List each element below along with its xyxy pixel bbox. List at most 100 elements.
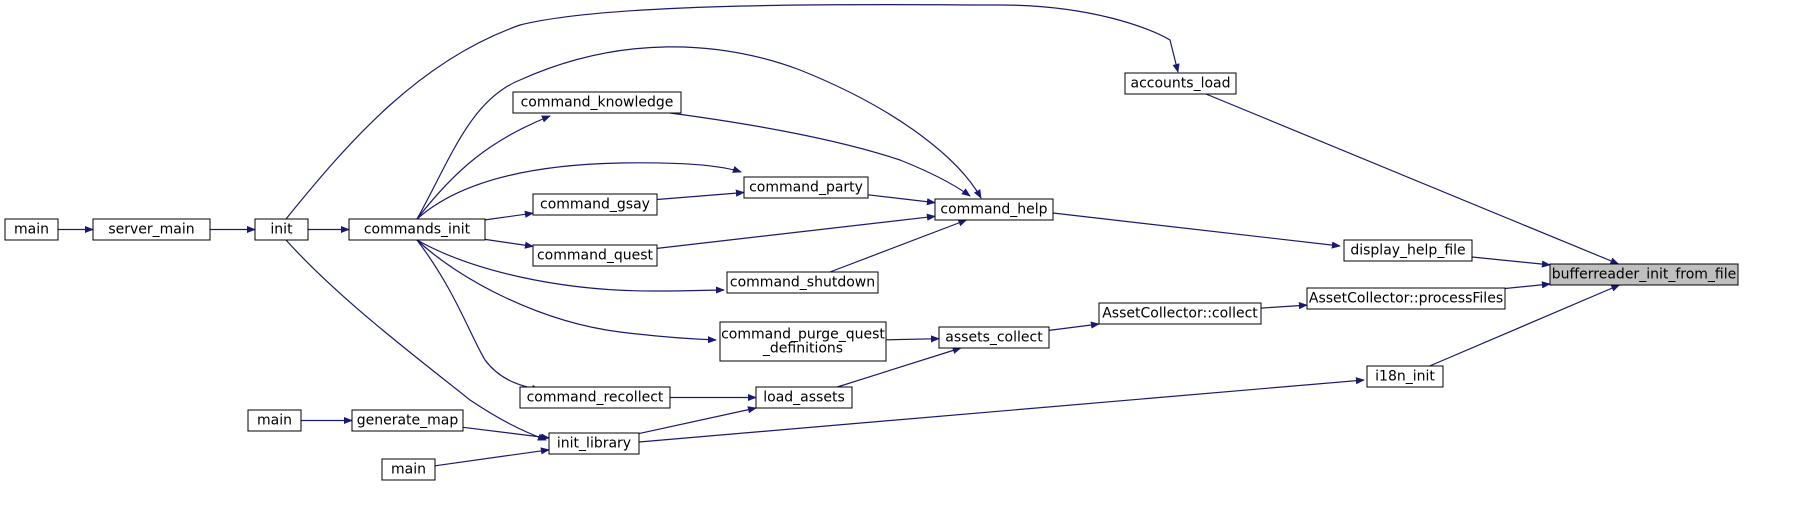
node-label: _definitions bbox=[762, 341, 843, 357]
node-command_knowledge[interactable]: command_knowledge bbox=[512, 91, 682, 114]
edge-i18n_init-to-bufferreader bbox=[1429, 284, 1621, 367]
node-box[interactable] bbox=[743, 176, 869, 199]
node-label: command_knowledge bbox=[521, 95, 674, 111]
nodes-layer: main server_main init commands_init command_… bbox=[4, 72, 1739, 481]
node-label: generate_map bbox=[357, 413, 459, 429]
node-box[interactable] bbox=[1343, 239, 1473, 262]
node-box[interactable] bbox=[92, 218, 211, 241]
node-box[interactable] bbox=[247, 409, 302, 432]
node-box[interactable] bbox=[548, 432, 640, 455]
node-i18n_init[interactable]: i18n_init bbox=[1366, 365, 1444, 388]
edge-main3-to-init_library bbox=[434, 447, 550, 467]
node-bufferreader: bufferreader_init_from_file bbox=[1549, 263, 1739, 286]
node-label: commands_init bbox=[364, 222, 471, 238]
node-init_library[interactable]: init_library bbox=[548, 432, 640, 455]
node-label: init bbox=[270, 222, 293, 238]
edge-load_assets-to-assets_collect bbox=[837, 347, 962, 388]
edge-init_library-to-load_assets bbox=[638, 406, 757, 435]
edge-commands_init-to-command_gsay bbox=[484, 210, 534, 221]
edge-commands_init-to-command_party bbox=[416, 162, 742, 220]
node-command_recollect[interactable]: command_recollect bbox=[519, 386, 671, 409]
edge-assets_collect-to-asset_collect bbox=[1048, 321, 1100, 331]
node-label: command_help bbox=[940, 202, 1047, 218]
node-label: init_library bbox=[557, 436, 631, 452]
node-label: command_shutdown bbox=[730, 275, 875, 291]
node-command_help[interactable]: command_help bbox=[934, 198, 1054, 221]
node-init[interactable]: init bbox=[254, 218, 309, 241]
edge-command_quest-to-command_help bbox=[656, 213, 936, 249]
node-main1[interactable]: main bbox=[4, 218, 59, 241]
node-box[interactable] bbox=[938, 326, 1050, 349]
edge-commands_init-to-command_knowledge bbox=[416, 115, 551, 220]
node-label: bufferreader_init_from_file bbox=[1552, 267, 1736, 283]
node-label: server_main bbox=[108, 222, 194, 238]
node-command_purge[interactable]: command_purge_quest_definitions bbox=[719, 321, 887, 362]
node-box[interactable] bbox=[532, 244, 658, 267]
node-box[interactable] bbox=[755, 386, 853, 409]
node-command_gsay[interactable]: command_gsay bbox=[532, 193, 658, 216]
node-label: AssetCollector::processFiles bbox=[1309, 291, 1503, 307]
node-label: command_purge_quest bbox=[721, 327, 885, 343]
edge-command_purge-to-assets_collect bbox=[885, 335, 940, 343]
node-box[interactable] bbox=[348, 218, 486, 241]
node-server_main[interactable]: server_main bbox=[92, 218, 211, 241]
node-asset_collect[interactable]: AssetCollector::collect bbox=[1098, 302, 1262, 325]
edge-commands_init-to-command_quest bbox=[484, 238, 534, 249]
node-assets_collect[interactable]: assets_collect bbox=[938, 326, 1050, 349]
node-main2[interactable]: main bbox=[247, 409, 302, 432]
edge-init-to-accounts_load bbox=[285, 3, 1180, 220]
node-box[interactable] bbox=[1366, 365, 1444, 388]
edge-generate_map-to-init_library bbox=[462, 426, 550, 441]
edge-command_party-to-command_help bbox=[867, 194, 936, 206]
node-box[interactable] bbox=[1124, 72, 1237, 95]
edge-init_library-to-i18n_init bbox=[638, 377, 1365, 443]
edge-command_gsay-to-command_party bbox=[656, 189, 745, 201]
node-box[interactable] bbox=[1098, 302, 1262, 325]
node-label: i18n_init bbox=[1375, 369, 1435, 385]
edge-commands_init-to-command_help bbox=[416, 46, 982, 220]
edge-accounts_load-to-bufferreader bbox=[1205, 93, 1620, 265]
edge-display_help_file-to-bufferreader bbox=[1471, 256, 1551, 268]
node-box[interactable] bbox=[512, 91, 682, 114]
edge-init-to-init_library bbox=[285, 239, 547, 441]
node-box[interactable] bbox=[1306, 287, 1506, 310]
node-display_help_file[interactable]: display_help_file bbox=[1343, 239, 1473, 262]
node-box[interactable] bbox=[4, 218, 59, 241]
node-label: command_recollect bbox=[527, 390, 664, 406]
node-box[interactable] bbox=[351, 409, 464, 432]
node-label: AssetCollector::collect bbox=[1102, 306, 1258, 322]
node-box[interactable] bbox=[381, 458, 436, 481]
node-label: command_party bbox=[749, 180, 863, 196]
node-label: load_assets bbox=[763, 390, 844, 406]
node-label: command_gsay bbox=[540, 197, 650, 213]
node-command_party[interactable]: command_party bbox=[743, 176, 869, 199]
node-label: main bbox=[257, 413, 292, 429]
edge-commands_init-to-command_recollect bbox=[416, 239, 541, 392]
node-main3[interactable]: main bbox=[381, 458, 436, 481]
node-label: assets_collect bbox=[945, 330, 1043, 346]
edge-asset_collect-to-asset_process bbox=[1260, 302, 1308, 310]
node-box bbox=[1549, 263, 1739, 286]
node-commands_init[interactable]: commands_init bbox=[348, 218, 486, 241]
node-label: accounts_load bbox=[1131, 76, 1231, 92]
node-label: display_help_file bbox=[1350, 243, 1465, 259]
node-box[interactable] bbox=[532, 193, 658, 216]
node-box[interactable] bbox=[726, 271, 879, 294]
node-box[interactable] bbox=[934, 198, 1054, 221]
node-load_assets[interactable]: load_assets bbox=[755, 386, 853, 409]
node-command_quest[interactable]: command_quest bbox=[532, 244, 658, 267]
node-asset_process[interactable]: AssetCollector::processFiles bbox=[1306, 287, 1506, 310]
node-accounts_load[interactable]: accounts_load bbox=[1124, 72, 1237, 95]
edges-layer bbox=[58, 3, 1621, 467]
node-box[interactable] bbox=[519, 386, 671, 409]
edge-command_knowledge-to-command_help bbox=[669, 112, 971, 197]
node-label: main bbox=[391, 462, 426, 478]
node-box[interactable] bbox=[719, 321, 887, 362]
node-box[interactable] bbox=[254, 218, 309, 241]
node-generate_map[interactable]: generate_map bbox=[351, 409, 464, 432]
node-label: command_quest bbox=[537, 248, 654, 264]
node-command_shutdown[interactable]: command_shutdown bbox=[726, 271, 879, 294]
edge-commands_init-to-command_purge bbox=[416, 239, 717, 344]
edge-command_shutdown-to-command_help bbox=[829, 219, 968, 273]
